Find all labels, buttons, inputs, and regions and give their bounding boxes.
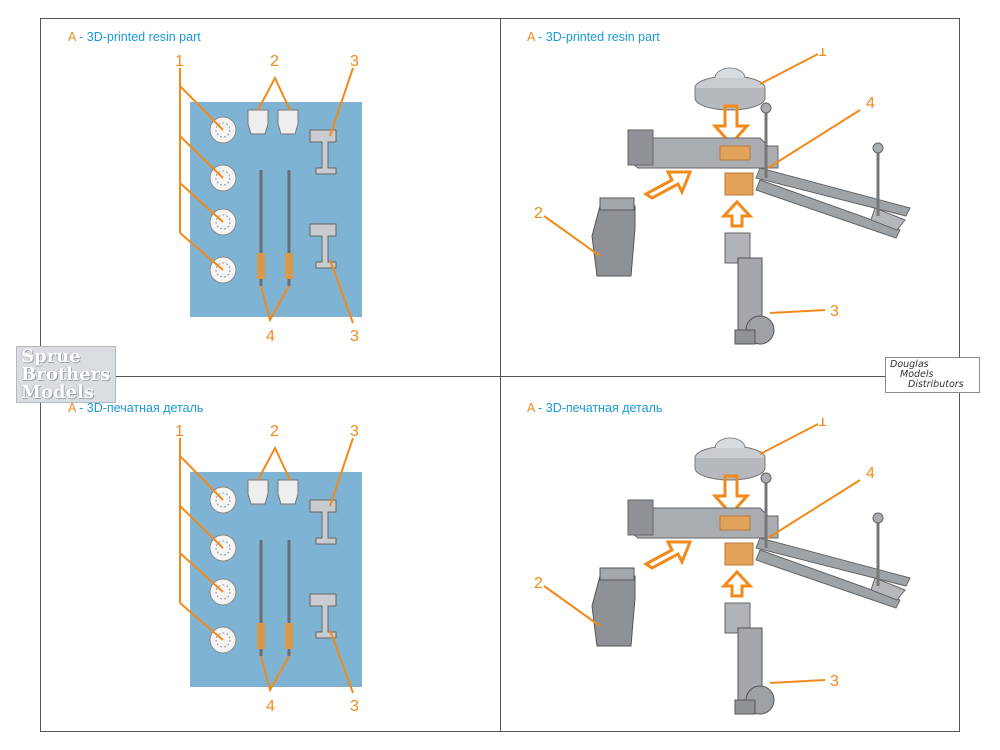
panel-caption: A - 3D-printed resin part — [527, 30, 660, 44]
douglas-models-watermark: Douglas Models Distributors — [885, 357, 980, 393]
callout-label: 4 — [266, 328, 275, 345]
arrow-up-icon — [720, 199, 754, 228]
ammo-drum-part — [694, 67, 766, 111]
grip-part — [247, 109, 299, 135]
panel-caption: A - 3D-printed resin part — [68, 30, 201, 44]
callout-label: 3 — [830, 673, 839, 690]
mount-part — [309, 129, 337, 269]
barrel-part — [257, 170, 293, 286]
sprue-diagram: 1 2 3 3 4 — [175, 423, 362, 715]
horizontal-divider — [40, 376, 960, 377]
grip-part — [591, 567, 636, 647]
callout-label: 4 — [266, 698, 275, 715]
callout-label: 2 — [270, 423, 279, 440]
callout-label: 1 — [818, 48, 827, 60]
gun-body-part — [627, 472, 911, 609]
panel-caption: A - 3D-печатная деталь — [527, 401, 663, 415]
mount-part — [309, 499, 337, 639]
callout-label: 4 — [866, 465, 875, 482]
assembly-diagram: 1 4 2 3 — [534, 418, 911, 715]
barrel-part — [257, 540, 293, 656]
arrow-right-icon — [643, 540, 693, 570]
gun-body-part — [627, 102, 911, 239]
callout-label: 2 — [534, 575, 543, 592]
arrow-down-icon — [711, 104, 751, 147]
panel-caption: A - 3D-печатная деталь — [68, 401, 204, 415]
ammo-drum-part — [694, 437, 766, 481]
callout-label: 3 — [350, 698, 359, 715]
mount-part — [724, 602, 775, 715]
mount-part — [724, 232, 775, 345]
grip-part — [591, 197, 636, 277]
callout-label: 3 — [830, 303, 839, 320]
vertical-divider — [500, 18, 501, 732]
callout-label: 3 — [350, 328, 359, 345]
callout-label: 2 — [270, 53, 279, 70]
callout-label: 3 — [350, 423, 359, 440]
callout-label: 1 — [175, 423, 184, 440]
sprue-brothers-watermark: Sprue Brothers Models — [16, 346, 116, 403]
callout-label: 1 — [175, 53, 184, 70]
assembly-diagram: 1 4 2 3 — [534, 48, 911, 345]
arrow-right-icon — [643, 170, 693, 200]
arrow-up-icon — [720, 569, 754, 598]
grip-part — [247, 479, 299, 505]
callout-label: 2 — [534, 205, 543, 222]
sprue-diagram: 1 2 3 3 4 — [175, 53, 362, 345]
arrow-down-icon — [711, 474, 751, 517]
callout-label: 3 — [350, 53, 359, 70]
callout-label: 1 — [818, 418, 827, 430]
callout-label: 4 — [866, 95, 875, 112]
